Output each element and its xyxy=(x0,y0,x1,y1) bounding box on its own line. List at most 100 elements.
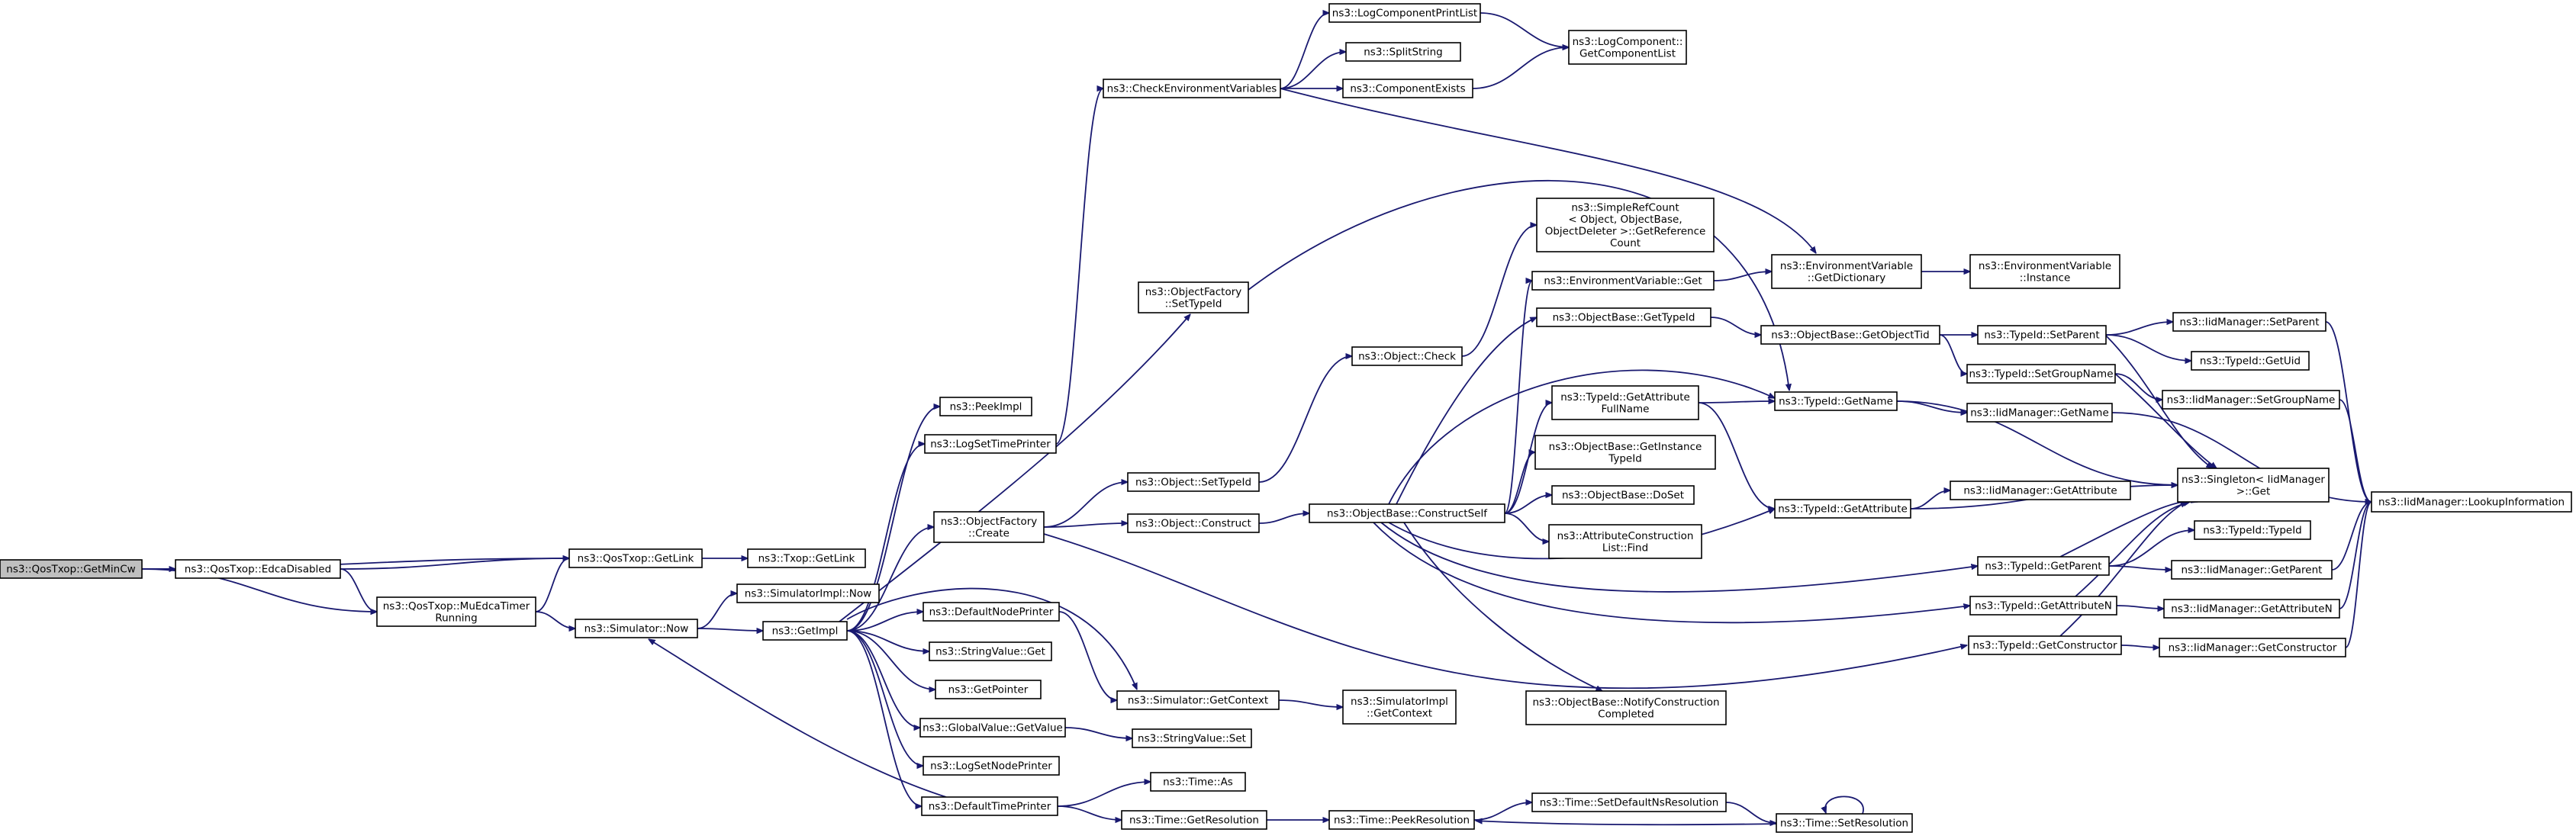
edge-getimpl-to-ofcreate xyxy=(846,527,934,632)
node-iidsetparent[interactable]: ns3::IidManager::SetParent xyxy=(2172,312,2326,332)
edge-tidgetparent-to-iidgetparent xyxy=(2108,565,2172,570)
node-box xyxy=(1969,254,2120,289)
node-compexists[interactable]: ns3::ComponentExists xyxy=(1342,79,1473,98)
node-label: ::GetDictionary xyxy=(1808,272,1885,284)
node-timeas[interactable]: ns3::Time::As xyxy=(1150,772,1246,792)
node-simimplctx[interactable]: ns3::SimulatorImpl::GetContext xyxy=(1342,690,1457,725)
node-box xyxy=(1977,325,2107,345)
node-getmincw[interactable]: ns3::QosTxop::GetMinCw xyxy=(0,559,143,579)
node-box xyxy=(1121,810,1267,830)
edge-obconstructself-to-obgetinsttid xyxy=(1504,452,1535,514)
edge-iidsetgroup-to-iidlookup xyxy=(2339,399,2372,502)
node-ofsettypeid[interactable]: ns3::ObjectFactory::SetTypeId xyxy=(1138,281,1249,313)
edge-compexists-to-lcgetlist xyxy=(1472,47,1569,89)
node-obconstructself[interactable]: ns3::ObjectBase::ConstructSelf xyxy=(1309,503,1505,523)
node-timegetres[interactable]: ns3::Time::GetResolution xyxy=(1121,810,1267,830)
node-gvgetvalue[interactable]: ns3::GlobalValue::GetValue xyxy=(919,718,1066,738)
node-peekimpl[interactable]: ns3::PeekImpl xyxy=(939,397,1032,416)
node-defnodeprinter[interactable]: ns3::DefaultNodePrinter xyxy=(923,602,1060,622)
node-obnotify[interactable]: ns3::ObjectBase::NotifyConstructionCompl… xyxy=(1525,690,1727,725)
node-logsetnode[interactable]: ns3::LogSetNodePrinter xyxy=(923,756,1060,776)
node-simplerefcount[interactable]: ns3::SimpleRefCount< Object, ObjectBase,… xyxy=(1536,198,1715,252)
node-svset[interactable]: ns3::StringValue::Set xyxy=(1132,728,1252,748)
node-getimpl[interactable]: ns3::GetImpl xyxy=(762,621,848,641)
edge-tidgetctor-to-iidgetctor xyxy=(2120,645,2159,648)
node-simctx[interactable]: ns3::Simulator::GetContext xyxy=(1116,690,1280,710)
node-envinstance[interactable]: ns3::EnvironmentVariable::Instance xyxy=(1969,254,2120,289)
node-svget[interactable]: ns3::StringValue::Get xyxy=(929,641,1052,661)
node-envgetdict[interactable]: ns3::EnvironmentVariable::GetDictionary xyxy=(1771,254,1922,289)
node-label: ns3::TypeId::GetUid xyxy=(2200,355,2301,368)
node-obgetobjtid[interactable]: ns3::ObjectBase::GetObjectTid xyxy=(1760,325,1940,345)
edge-timesetdefns-to-timesetres xyxy=(1725,802,1776,823)
node-tgetlink[interactable]: ns3::Txop::GetLink xyxy=(747,548,866,568)
node-label: ns3::ObjectBase::NotifyConstruction xyxy=(1532,696,1719,709)
node-tidgetname[interactable]: ns3::TypeId::GetName xyxy=(1774,391,1898,411)
node-timesetdefns[interactable]: ns3::Time::SetDefaultNsResolution xyxy=(1531,792,1727,812)
node-objcheck[interactable]: ns3::Object::Check xyxy=(1351,346,1463,366)
node-label: ns3::QosTxop::EdcaDisabled xyxy=(185,564,331,576)
edge-iidgetattrn-to-iidlookup xyxy=(2339,502,2372,609)
node-tidtypeid[interactable]: ns3::TypeId::TypeId xyxy=(2194,520,2311,540)
node-label: ns3::Simulator::GetContext xyxy=(1128,695,1268,707)
node-simnow[interactable]: ns3::Simulator::Now xyxy=(575,619,698,638)
node-iidgetctor[interactable]: ns3::IidManager::GetConstructor xyxy=(2159,638,2346,657)
node-checkenv[interactable]: ns3::CheckEnvironmentVariables xyxy=(1103,79,1281,98)
node-obdoset[interactable]: ns3::ObjectBase::DoSet xyxy=(1551,485,1695,505)
node-box xyxy=(376,596,536,627)
node-iidgetattrn[interactable]: ns3::IidManager::GetAttributeN xyxy=(2163,599,2340,619)
node-box xyxy=(923,602,1060,622)
edge-timesetres-to-timesetres xyxy=(1825,796,1864,814)
node-tidgetparent[interactable]: ns3::TypeId::GetParent xyxy=(1977,556,2110,576)
node-iidgetparent[interactable]: ns3::IidManager::GetParent xyxy=(2171,560,2333,580)
edge-tidgetattrn-to-singletonget xyxy=(2075,502,2190,597)
node-ofcreate[interactable]: ns3::ObjectFactory::Create xyxy=(933,511,1045,543)
edge-getimpl-to-logsetnode xyxy=(846,630,923,766)
node-label: ns3::ObjectBase::GetInstance xyxy=(1549,441,1702,453)
node-envget[interactable]: ns3::EnvironmentVariable::Get xyxy=(1531,271,1715,291)
node-lcgetlist[interactable]: ns3::LogComponent::GetComponentList xyxy=(1568,30,1687,65)
node-label: ns3::IidManager::GetConstructor xyxy=(2169,642,2337,654)
node-box xyxy=(1525,690,1727,725)
node-logcompprint[interactable]: ns3::LogComponentPrintList xyxy=(1328,3,1481,23)
node-deftimeprinter[interactable]: ns3::DefaultTimePrinter xyxy=(921,796,1058,816)
node-splitstring[interactable]: ns3::SplitString xyxy=(1345,42,1461,62)
node-box xyxy=(935,680,1042,699)
node-getpointer[interactable]: ns3::GetPointer xyxy=(935,680,1042,699)
node-label: ns3::Object::Check xyxy=(1358,351,1456,363)
node-objconstruct[interactable]: ns3::Object::Construct xyxy=(1127,513,1260,533)
node-label: Count xyxy=(1610,237,1641,249)
edge-deftimeprinter-to-timegetres xyxy=(1057,805,1122,820)
node-timesetres[interactable]: ns3::Time::SetResolution xyxy=(1776,813,1913,833)
node-tidgetattrn[interactable]: ns3::TypeId::GetAttributeN xyxy=(1969,596,2117,616)
node-tidsetparent[interactable]: ns3::TypeId::SetParent xyxy=(1977,325,2107,345)
edge-simnow-to-getimpl xyxy=(697,628,763,631)
node-tidgetattr[interactable]: ns3::TypeId::GetAttribute xyxy=(1774,499,1911,519)
edge-obconstructself-to-tidgetparent xyxy=(1380,522,1978,593)
node-singletonget[interactable]: ns3::Singleton< IidManager>::Get xyxy=(2177,468,2330,503)
node-tidgetuid[interactable]: ns3::TypeId::GetUid xyxy=(2191,351,2310,371)
node-obgettypeid[interactable]: ns3::ObjectBase::GetTypeId xyxy=(1536,307,1711,327)
node-label: ns3::Time::SetResolution xyxy=(1780,818,1908,830)
node-box xyxy=(2194,520,2311,540)
node-simimplnow[interactable]: ns3::SimulatorImpl::Now xyxy=(736,583,880,603)
node-edcadisabled[interactable]: ns3::QosTxop::EdcaDisabled xyxy=(175,559,341,579)
node-box xyxy=(1328,810,1475,830)
node-label: List::Find xyxy=(1602,542,1648,554)
node-tidsetgroup[interactable]: ns3::TypeId::SetGroupName xyxy=(1966,364,2116,384)
node-iidgetname[interactable]: ns3::IidManager::GetName xyxy=(1966,403,2113,423)
node-iidsetgroup[interactable]: ns3::IidManager::SetGroupName xyxy=(2162,390,2340,410)
node-timepeekres[interactable]: ns3::Time::PeekResolution xyxy=(1328,810,1475,830)
node-label: GetComponentList xyxy=(1579,47,1676,59)
node-logsettime[interactable]: ns3::LogSetTimePrinter xyxy=(924,434,1057,454)
node-tidgetctor[interactable]: ns3::TypeId::GetConstructor xyxy=(1968,635,2122,655)
node-qgetlink[interactable]: ns3::QosTxop::GetLink xyxy=(568,548,703,568)
node-iidgetattr[interactable]: ns3::IidManager::GetAttribute xyxy=(1950,481,2131,500)
node-label: ns3::ObjectBase::GetTypeId xyxy=(1553,312,1695,324)
node-iidlookup[interactable]: ns3::IidManager::LookupInformation xyxy=(2371,491,2572,513)
node-objsettypeid[interactable]: ns3::Object::SetTypeId xyxy=(1127,472,1260,492)
